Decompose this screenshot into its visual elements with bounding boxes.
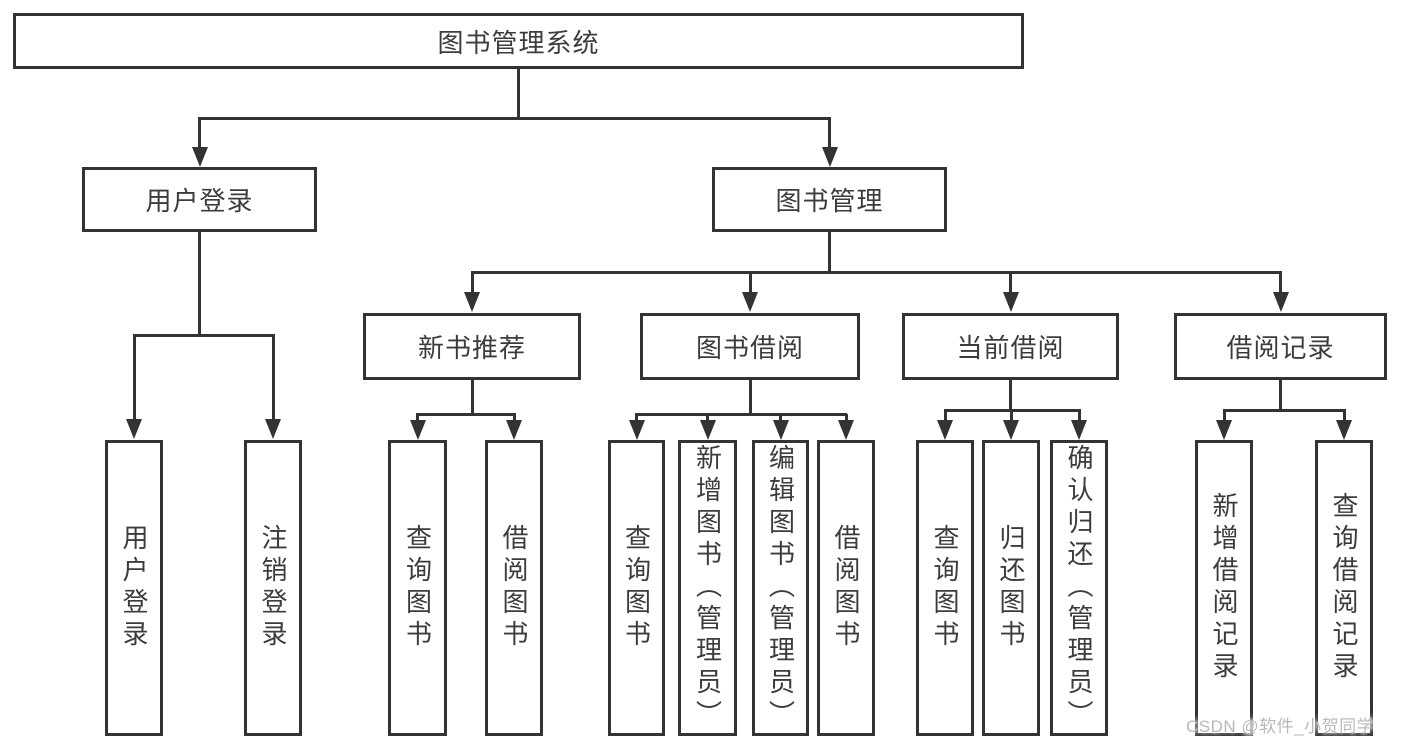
leaf-newbooks-query-label: 查询图书 [402, 524, 433, 652]
leaf-user-login: 用户登录 [105, 440, 163, 736]
connector-hline [132, 333, 275, 337]
node-book-borrowing: 图书借阅 [640, 313, 860, 380]
arrowhead-icon [191, 147, 208, 167]
connector-vline [470, 272, 474, 294]
connector-vline [271, 335, 275, 421]
leaf-current-query-label: 查询图书 [930, 524, 960, 652]
node-book-mgmt: 图书管理 [712, 167, 947, 232]
leaf-current-query: 查询图书 [916, 440, 974, 736]
leaf-current-confirm: 确认归还（管理员） [1050, 440, 1108, 736]
connector-vline [132, 335, 136, 421]
arrowhead-icon [821, 147, 838, 167]
connector-vline [1342, 410, 1346, 422]
arrowhead-icon [1216, 420, 1232, 440]
leaf-current-confirm-label: 确认归还（管理员） [1064, 444, 1094, 732]
node-new-books: 新书推荐 [363, 313, 581, 380]
connector-vline [748, 272, 752, 294]
arrowhead-icon [409, 420, 426, 440]
connector-vline [1222, 410, 1226, 422]
leaf-borrowing-edit: 编辑图书（管理员） [752, 440, 809, 736]
leaf-logout-label: 注销登录 [258, 524, 288, 652]
leaf-records-query-label: 查询借阅记录 [1329, 492, 1359, 684]
connector-vline [1279, 380, 1282, 410]
connector-vline [1009, 410, 1013, 422]
connector-vline [748, 380, 752, 414]
node-user-login: 用户登录 [82, 167, 317, 232]
leaf-borrowing-add-label: 新增图书（管理员） [692, 444, 723, 732]
leaf-borrowing-add: 新增图书（管理员） [678, 440, 737, 736]
node-borrow-records: 借阅记录 [1174, 313, 1387, 380]
leaf-newbooks-query: 查询图书 [388, 440, 447, 736]
leaf-records-add: 新增借阅记录 [1195, 440, 1253, 736]
leaf-borrowing-borrow: 借阅图书 [817, 440, 875, 736]
arrowhead-icon [838, 420, 854, 440]
connector-vline [635, 414, 638, 424]
arrowhead-icon [742, 292, 758, 312]
connector-vline [706, 414, 709, 424]
connector-vline [828, 232, 831, 272]
connector-vline [470, 380, 474, 414]
node-book-mgmt-label: 图书管理 [775, 186, 884, 216]
connector-vline [198, 118, 201, 150]
connector-hline [635, 412, 847, 416]
node-current-borrowing-label: 当前借阅 [956, 333, 1065, 363]
csdn-watermark: CSDN @软件_小贺同学 [1186, 717, 1375, 736]
leaf-newbooks-borrow: 借阅图书 [485, 440, 543, 736]
leaf-current-return: 归还图书 [982, 440, 1040, 736]
connector-vline [512, 414, 516, 424]
node-current-borrowing: 当前借阅 [902, 313, 1119, 380]
connector-vline [416, 414, 419, 424]
connector-vline [1009, 380, 1012, 410]
node-root: 图书管理系统 [13, 13, 1024, 69]
arrowhead-icon [1272, 292, 1289, 312]
connector-hline [416, 412, 516, 416]
leaf-records-query: 查询借阅记录 [1315, 440, 1373, 736]
connector-hline [1222, 408, 1346, 412]
node-new-books-label: 新书推荐 [417, 333, 526, 363]
arrowhead-icon [506, 420, 522, 440]
leaf-logout: 注销登录 [244, 440, 302, 736]
leaf-newbooks-borrow-label: 借阅图书 [499, 524, 529, 652]
arrowhead-icon [464, 292, 480, 312]
arrowhead-icon [1003, 420, 1019, 440]
arrowhead-icon [772, 420, 789, 440]
arrowhead-icon [126, 419, 142, 439]
connector-vline [828, 118, 831, 150]
arrowhead-icon [937, 420, 953, 440]
leaf-current-return-label: 归还图书 [996, 524, 1026, 652]
connector-vline [517, 69, 520, 118]
arrowhead-icon [1071, 420, 1087, 440]
connector-hline [470, 270, 1282, 274]
connector-vline [198, 232, 201, 335]
leaf-user-login-label: 用户登录 [119, 524, 149, 652]
node-book-borrowing-label: 图书借阅 [695, 333, 804, 363]
leaf-borrowing-query-label: 查询图书 [621, 524, 652, 652]
arrowhead-icon [699, 420, 716, 440]
connector-vline [779, 414, 782, 424]
connector-vline [1077, 410, 1081, 422]
node-root-label: 图书管理系统 [437, 27, 600, 58]
connector-vline [943, 410, 947, 422]
node-borrow-records-label: 借阅记录 [1226, 333, 1335, 363]
connector-vline [1009, 272, 1012, 294]
leaf-borrowing-edit-label: 编辑图书（管理员） [765, 444, 796, 732]
arrowhead-icon [1002, 292, 1019, 312]
arrowhead-icon [1336, 420, 1352, 440]
connector-vline [844, 414, 848, 424]
connector-vline [1279, 272, 1282, 294]
leaf-records-add-label: 新增借阅记录 [1209, 492, 1239, 684]
leaf-borrowing-query: 查询图书 [608, 440, 665, 736]
arrowhead-icon [628, 420, 645, 440]
arrowhead-icon [265, 419, 281, 439]
node-user-login-label: 用户登录 [145, 186, 254, 216]
connector-hline [198, 116, 831, 120]
leaf-borrowing-borrow-label: 借阅图书 [831, 524, 861, 652]
